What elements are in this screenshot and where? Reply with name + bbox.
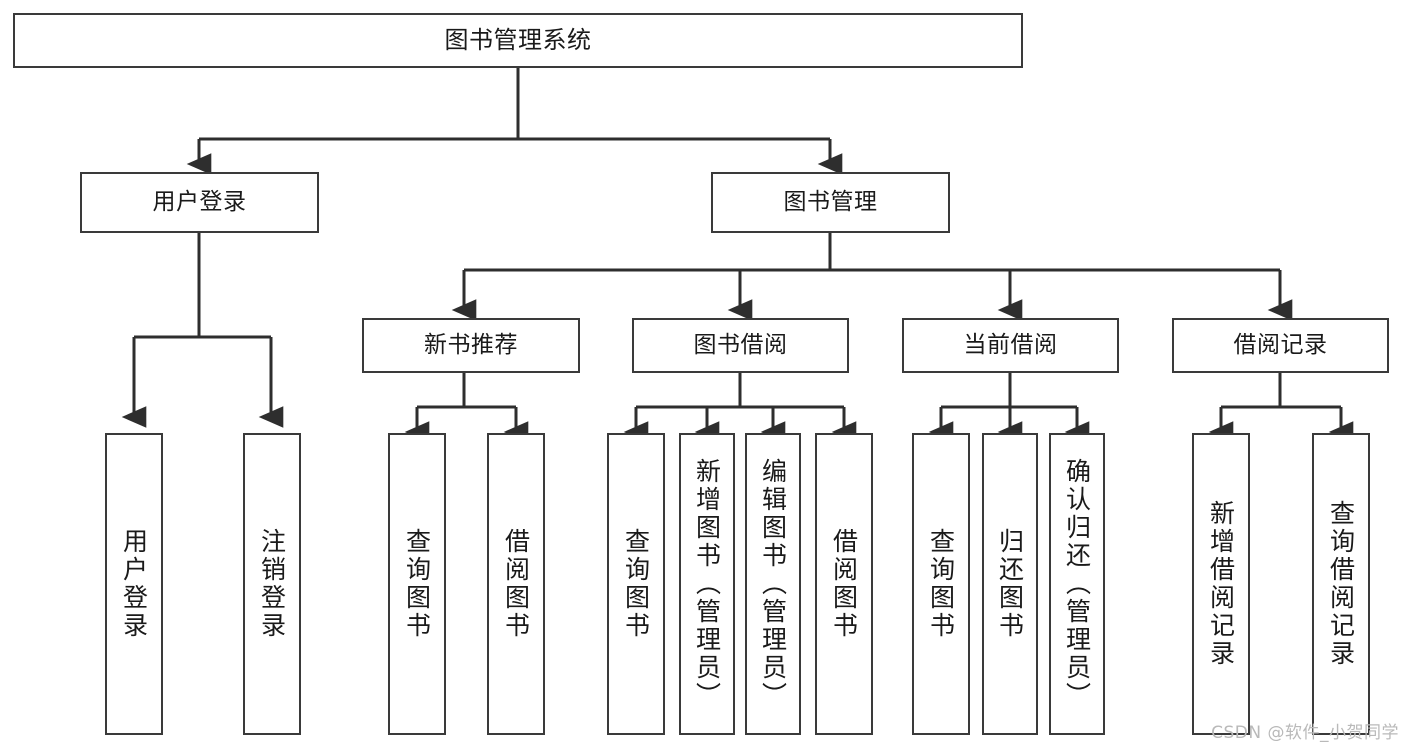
node-leaf-user-login-label: 用户登录 <box>119 528 149 640</box>
node-user-login-label: 用户登录 <box>152 188 247 215</box>
node-root-label: 图书管理系统 <box>444 26 592 55</box>
node-leaf-add-record[interactable]: 新增借阅记录 <box>1192 433 1250 735</box>
node-leaf-add-book[interactable]: 新增图书（管理员） <box>679 433 735 735</box>
node-leaf-query-book-3-label: 查询图书 <box>926 528 956 640</box>
node-leaf-edit-book[interactable]: 编辑图书（管理员） <box>745 433 801 735</box>
node-leaf-logout[interactable]: 注销登录 <box>243 433 301 735</box>
node-borrow-record[interactable]: 借阅记录 <box>1172 318 1389 373</box>
node-leaf-query-record-label: 查询借阅记录 <box>1326 500 1356 668</box>
node-leaf-return-book-label: 归还图书 <box>995 528 1025 640</box>
node-leaf-query-book-3[interactable]: 查询图书 <box>912 433 970 735</box>
node-book-borrow-label: 图书借阅 <box>693 331 788 358</box>
node-borrow-record-label: 借阅记录 <box>1233 331 1328 358</box>
node-book-borrow[interactable]: 图书借阅 <box>632 318 849 373</box>
node-leaf-return-book[interactable]: 归还图书 <box>982 433 1038 735</box>
node-leaf-edit-book-label: 编辑图书（管理员） <box>758 458 788 710</box>
node-leaf-borrow-book-1-label: 借阅图书 <box>501 528 531 640</box>
node-leaf-logout-label: 注销登录 <box>257 528 287 640</box>
node-leaf-borrow-book-1[interactable]: 借阅图书 <box>487 433 545 735</box>
node-leaf-borrow-book-2[interactable]: 借阅图书 <box>815 433 873 735</box>
node-leaf-query-book-2-label: 查询图书 <box>621 528 651 640</box>
node-current-borrow-label: 当前借阅 <box>963 331 1058 358</box>
node-leaf-confirm-return[interactable]: 确认归还（管理员） <box>1049 433 1105 735</box>
watermark-text: CSDN @软件_小贺同学 <box>1211 723 1399 743</box>
node-new-book-recommend[interactable]: 新书推荐 <box>362 318 580 373</box>
node-leaf-query-book-2[interactable]: 查询图书 <box>607 433 665 735</box>
node-root[interactable]: 图书管理系统 <box>13 13 1023 68</box>
node-user-login[interactable]: 用户登录 <box>80 172 319 233</box>
node-leaf-query-book-1[interactable]: 查询图书 <box>388 433 446 735</box>
node-leaf-user-login[interactable]: 用户登录 <box>105 433 163 735</box>
node-leaf-add-book-label: 新增图书（管理员） <box>692 458 722 710</box>
node-leaf-query-book-1-label: 查询图书 <box>402 528 432 640</box>
node-leaf-query-record[interactable]: 查询借阅记录 <box>1312 433 1370 735</box>
node-new-book-recommend-label: 新书推荐 <box>424 331 518 358</box>
node-book-manage-label: 图书管理 <box>783 188 878 215</box>
node-book-manage[interactable]: 图书管理 <box>711 172 950 233</box>
node-leaf-add-record-label: 新增借阅记录 <box>1206 500 1236 668</box>
node-leaf-borrow-book-2-label: 借阅图书 <box>829 528 859 640</box>
node-leaf-confirm-return-label: 确认归还（管理员） <box>1062 458 1092 710</box>
node-current-borrow[interactable]: 当前借阅 <box>902 318 1119 373</box>
